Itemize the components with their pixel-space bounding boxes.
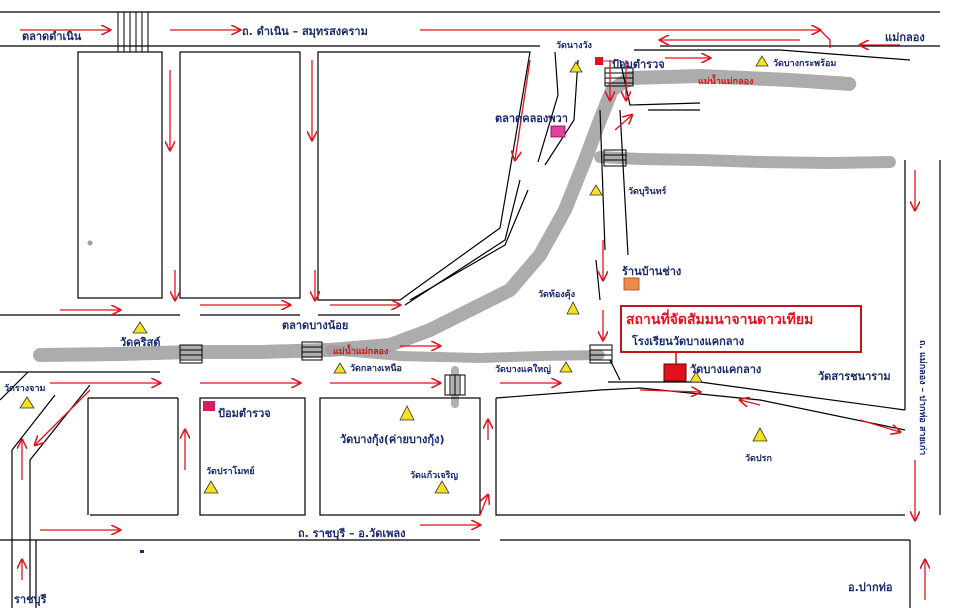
label-wat-burin: วัดบุรินทร์ — [628, 187, 667, 197]
temple-icon — [689, 371, 703, 383]
label-pak-tho: อ.ปากท่อ — [848, 581, 893, 594]
temple-icon — [132, 321, 148, 334]
market-icon — [550, 125, 566, 138]
label-road-right: ถ. แม่กลอง – ปากท่อ สายเก่า — [917, 340, 927, 456]
temple-icon — [752, 427, 768, 442]
police-box-icon — [203, 401, 215, 411]
label-wat-bang-khae-klang: วัดบางแคกลาง — [690, 363, 762, 376]
label-wat-bang-kung: วัดบางกุ้ง(ค่ายบางกุ้ง) — [340, 433, 445, 446]
label-wat-bang-khae-yai: วัดบางแคใหญ่ — [495, 365, 551, 375]
temple-icon — [566, 301, 580, 315]
temple-markers — [19, 55, 845, 494]
temple-icon — [203, 480, 219, 494]
label-wat-bang-kra-phrom: วัดบางกระพร้อม — [773, 59, 837, 69]
label-police-bottom: ป้อมตำรวจ — [218, 407, 271, 420]
label-police-top: ป้อมตำรวจ — [612, 58, 665, 71]
shop-icon — [623, 277, 640, 291]
label-wat-kaew-charoen: วัดแก้วเจริญ — [410, 471, 459, 481]
label-river-top: แม่น้ำแม่กลอง — [698, 77, 754, 87]
temple-icon — [434, 480, 450, 494]
venue-marker-icon — [663, 363, 687, 382]
direction-arrows — [20, 30, 925, 600]
label-wat-thong-kung: วัดท้องคุ้ง — [538, 290, 576, 300]
label-wat-prok: วัดปรก — [745, 454, 772, 464]
label-mae-klong: แม่กลอง — [885, 31, 925, 44]
temple-icon — [559, 361, 573, 373]
police-box-icon — [595, 57, 603, 65]
venue-title: สถานที่จัดสัมมนาจานดาวเทียม — [626, 312, 814, 328]
label-ratchaburi: ราชบุรี — [14, 593, 47, 606]
label-wat-khrit: วัดคริสต์ — [120, 336, 161, 349]
river-mae-klong — [33, 68, 896, 409]
label-road-bottom: ถ. ราชบุรี – อ.วัดเพลง — [298, 527, 406, 540]
label-wat-rang-cham: วัดรางจาม — [4, 384, 46, 394]
venue-subtitle: โรงเรียนวัดบางแคกลาง — [632, 335, 745, 348]
label-talat-bang-noi: ตลาดบางน้อย — [282, 319, 349, 332]
label-river-left: แม่น้ำแม่กลอง — [333, 347, 389, 357]
label-talat-khlong-phawa: ตลาดคลองพวา — [495, 112, 568, 125]
poi-markers — [140, 57, 687, 553]
label-market-damnoen: ตลาดดำเนิน — [22, 30, 82, 43]
label-wat-klang-nuea: วัดกลางเหนือ — [350, 364, 402, 374]
label-wat-sara-chanaram: วัดสารชนาราม — [818, 370, 891, 383]
temple-icon — [589, 184, 603, 196]
temple-icon — [569, 61, 583, 73]
temple-icon — [19, 396, 35, 409]
label-shop: ร้านบ้านช่าง — [622, 265, 682, 278]
bridges — [117, 11, 634, 396]
venue-callout: สถานที่จัดสัมมนาจานดาวเทียม โรงเรียนวัดบ… — [620, 305, 862, 353]
temple-icon — [755, 55, 769, 67]
temple-icon — [333, 362, 347, 374]
label-wat-nang-wang: วัดนางวัง — [556, 41, 592, 51]
temple-icon — [399, 405, 415, 421]
label-wat-pa-moke: วัดปราโมทย์ — [206, 467, 255, 477]
label-road-top: ถ. ดำเนิน – สมุทรสงคราม — [242, 25, 368, 38]
